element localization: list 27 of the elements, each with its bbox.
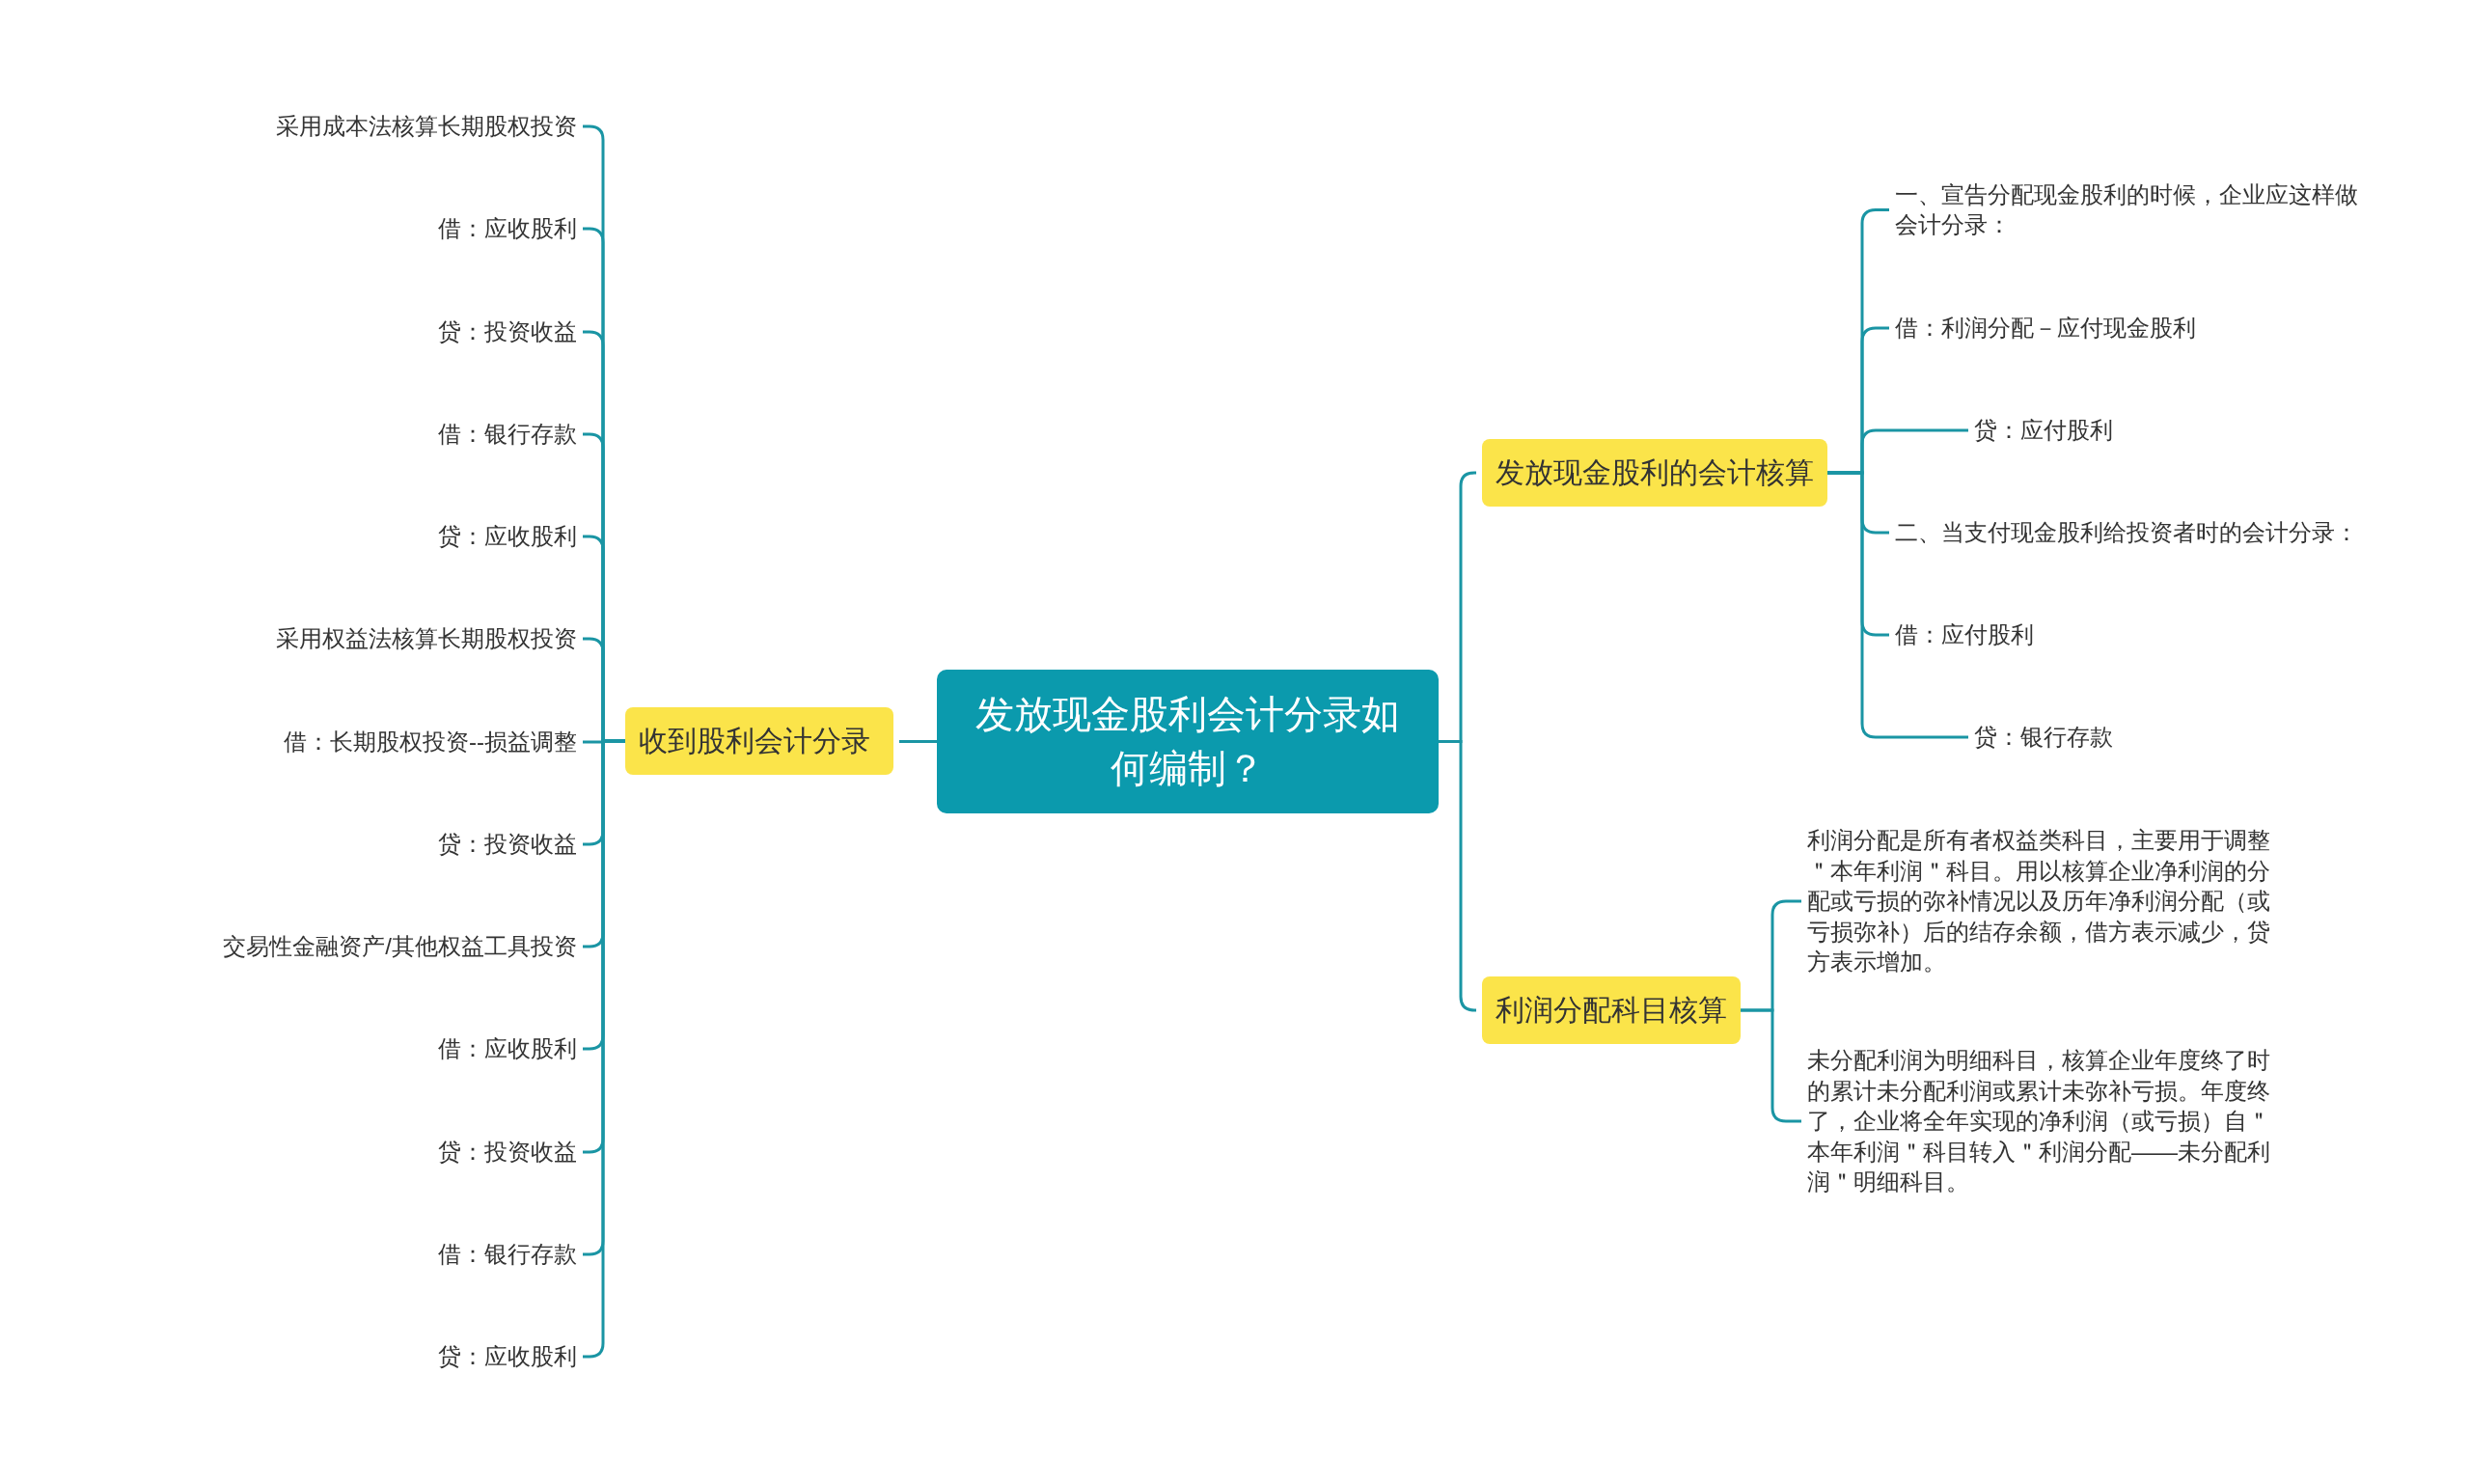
entry-text: 采用权益法核算长期股权投资 [276, 623, 577, 655]
entry-text: 借：应收股利 [438, 1033, 577, 1065]
entry-text: 借：利润分配－应付现金股利 [1895, 313, 2196, 344]
entry-text: 贷：应收股利 [438, 1341, 577, 1372]
entry-text: 借：银行存款 [438, 1238, 577, 1270]
entry-text: 借：长期股权投资--损益调整 [284, 726, 577, 757]
connector-line [899, 740, 937, 743]
entry-text: 贷：应收股利 [438, 521, 577, 552]
note-text: 一、宣告分配现金股利的时候，企业应这样做会计分录： [1895, 179, 2362, 240]
entry-text: 借：应收股利 [438, 213, 577, 245]
topic-box: 发放现金股利的会计核算 [1482, 439, 1827, 507]
note-text: 未分配利润为明细科目，核算企业年度终了时的累计未分配利润或累计未弥补亏损。年度终了，企业将全年实现的净利润（或亏损）自＂本年利润＂科目转入＂利润分配——未分配利润＂明细科目。 [1807, 1045, 2274, 1197]
entry-text: 二、当支付现金股利给投资者时的会计分录： [1895, 517, 2358, 548]
entry-text: 借：银行存款 [438, 418, 577, 450]
entry-text: 贷：投资收益 [438, 828, 577, 860]
central-topic-box: 发放现金股利会计分录如何编制？ [937, 669, 1439, 813]
note-text: 利润分配是所有者权益类科目，主要用于调整＂本年利润＂科目。用以核算企业净利润的分配或亏损的弥补情况以及历年净利润分配（或亏损弥补）后的结存余额，借方表示减少，贷方表示增加。 [1807, 825, 2274, 977]
entry-text: 贷：投资收益 [438, 1136, 577, 1168]
entry-text: 贷：银行存款 [1974, 722, 2113, 753]
entry-text: 贷：投资收益 [438, 316, 577, 347]
topic-box: 收到股利会计分录 [625, 707, 893, 775]
entry-text: 贷：应付股利 [1974, 415, 2113, 446]
connector-line [1827, 471, 1968, 739]
topic-box: 利润分配科目核算 [1482, 976, 1741, 1044]
entry-text: 交易性金融资产/其他权益工具投资 [223, 931, 577, 962]
entry-text: 借：应付股利 [1895, 619, 2034, 650]
entry-text: 采用成本法核算长期股权投资 [276, 111, 577, 142]
